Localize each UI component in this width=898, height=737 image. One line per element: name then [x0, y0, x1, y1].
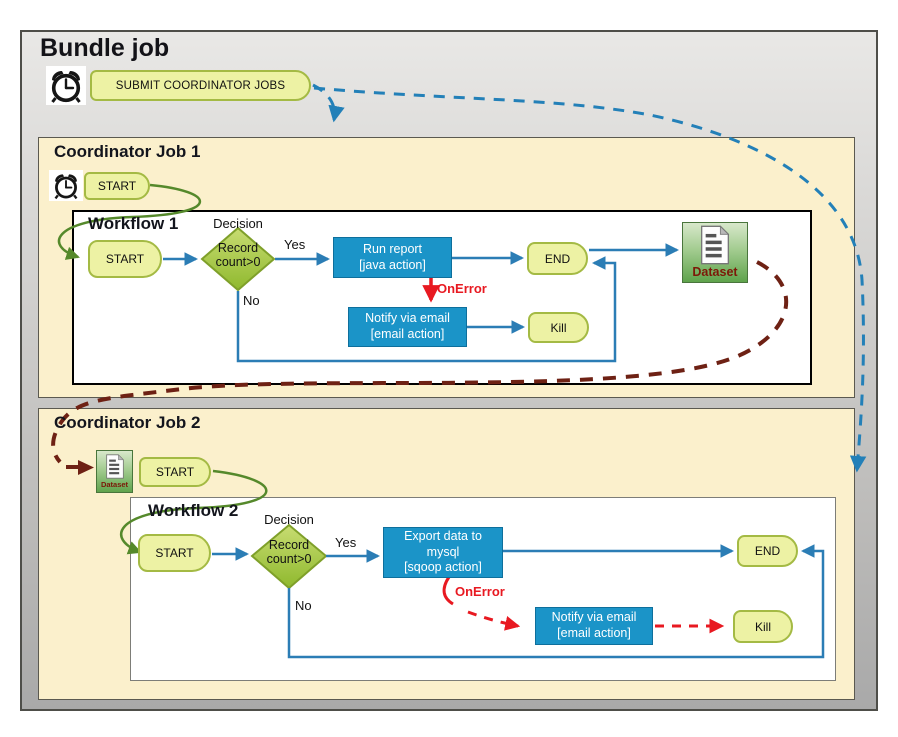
workflow-2-title: Workflow 2	[148, 501, 239, 520]
end-pill: END	[527, 242, 588, 275]
kill-pill: Kill	[528, 312, 589, 343]
dataset-icon: Dataset	[682, 222, 748, 283]
kill-label: Kill	[550, 320, 567, 335]
document-icon	[701, 225, 730, 265]
end-label: END	[754, 544, 781, 558]
decision-diamond-text: Record count>0	[215, 241, 261, 270]
alarm-clock-glyph	[51, 70, 81, 103]
alarm-clock-icon	[49, 170, 83, 201]
yes-label: Yes	[335, 535, 357, 550]
coordinator-1-start-pill: START	[84, 172, 150, 200]
workflow-1-start-pill: START	[88, 240, 162, 278]
dataset-icon: Dataset	[96, 450, 133, 493]
end-pill: END	[737, 535, 798, 567]
workflow-2-start-pill: START	[138, 534, 211, 572]
alarm-clock-glyph	[54, 173, 78, 199]
workflow-1-title: Workflow 1	[88, 214, 179, 233]
no-label: No	[295, 598, 312, 613]
start-label: START	[105, 252, 145, 266]
document-icon	[105, 454, 124, 479]
end-label: END	[544, 251, 571, 266]
coordinator-job-2-title: Coordinator Job 2	[54, 413, 201, 432]
notify-email-action: Notify via email [email action]	[348, 307, 467, 347]
decision-caption: Decision	[213, 216, 263, 231]
submit-coordinator-jobs-pill: SUBMIT COORDINATOR JOBS	[90, 70, 311, 101]
kill-pill: Kill	[733, 610, 793, 643]
notify-email-action: Notify via email [email action]	[535, 607, 653, 645]
submit-coordinator-jobs-label: SUBMIT COORDINATOR JOBS	[115, 79, 286, 92]
dataset-label: Dataset	[692, 265, 738, 279]
export-mysql-action: Export data to mysql [sqoop action]	[383, 527, 503, 578]
bundle-job-title: Bundle job	[40, 34, 170, 62]
coordinator-job-1-title: Coordinator Job 1	[54, 142, 201, 161]
alarm-clock-icon	[46, 66, 86, 105]
start-label: START	[97, 179, 137, 193]
start-label: START	[155, 465, 195, 479]
kill-label: Kill	[754, 619, 771, 634]
decision-caption: Decision	[264, 512, 314, 527]
coordinator-2-start-pill: START	[139, 457, 211, 487]
run-report-action: Run report [java action]	[333, 237, 452, 278]
onerror-label: OnError	[437, 281, 487, 296]
yes-label: Yes	[284, 237, 306, 252]
dataset-label: Dataset	[100, 480, 129, 489]
start-label: START	[155, 546, 194, 560]
decision-diamond-text: Record count>0	[266, 538, 312, 567]
onerror-label: OnError	[455, 584, 505, 599]
no-label: No	[243, 293, 260, 308]
